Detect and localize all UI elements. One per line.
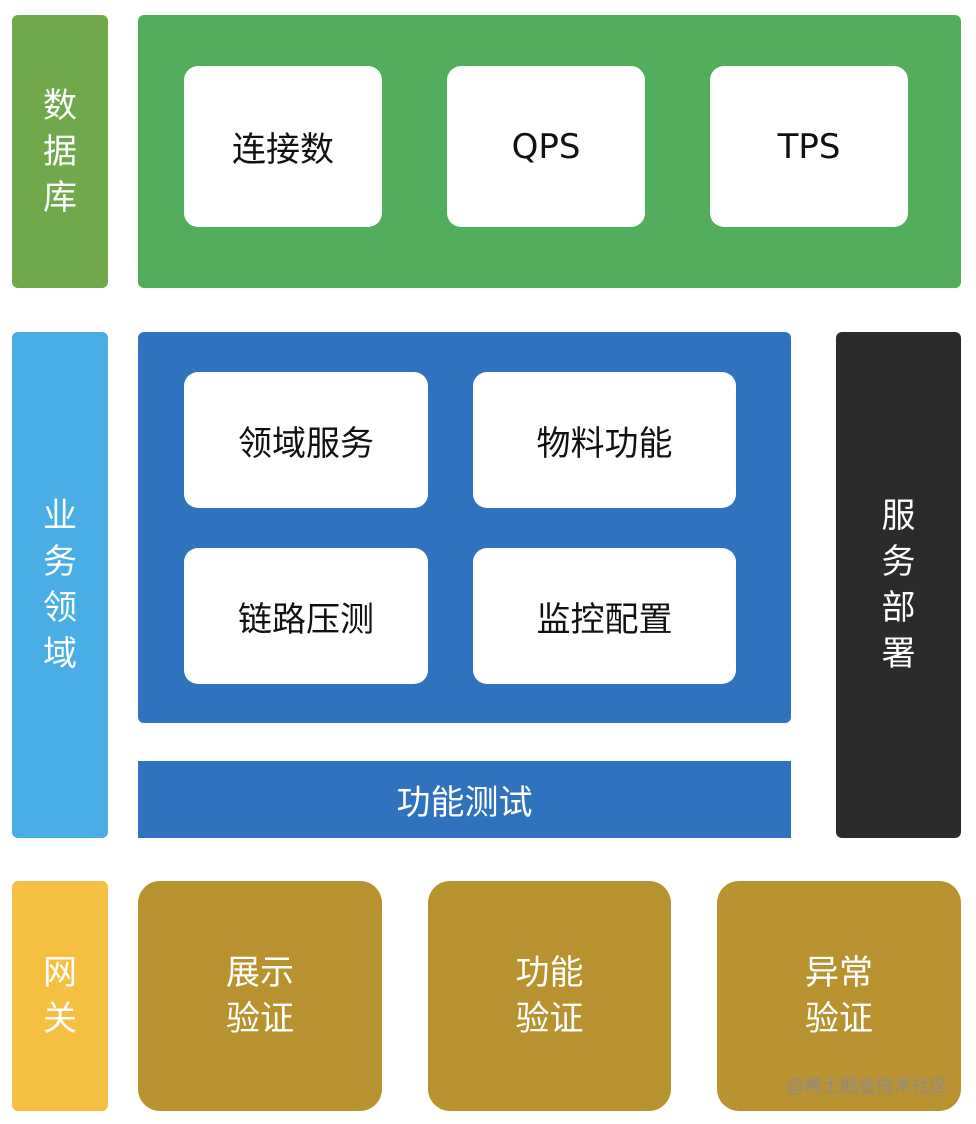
deploy-label-block: 服务部署 (836, 332, 961, 838)
gateway-label-block: 网关 (12, 881, 108, 1111)
database-card-connections: 连接数 (184, 66, 382, 227)
gateway-card-exception-verify: 异常验证 (717, 881, 961, 1111)
database-card-tps: TPS (710, 66, 908, 227)
watermark: @稀土掘金技术社区 (785, 1076, 948, 1096)
business-card-material-function: 物料功能 (473, 372, 736, 508)
gateway-label: 网关 (43, 953, 77, 1039)
gateway-card-label: 展示验证 (226, 953, 294, 1039)
database-card-label: QPS (511, 126, 581, 167)
business-card-monitor-config: 监控配置 (473, 548, 736, 684)
gateway-card-display-verify: 展示验证 (138, 881, 382, 1111)
business-card-label: 领域服务 (238, 423, 374, 464)
gateway-card-function-verify: 功能验证 (428, 881, 671, 1111)
business-card-label: 物料功能 (536, 423, 673, 464)
database-label: 数据库 (43, 85, 77, 218)
database-card-label: TPS (777, 126, 841, 167)
gateway-card-label: 异常验证 (805, 953, 873, 1039)
functional-test-bar: 功能测试 (138, 761, 791, 838)
business-card-domain-service: 领域服务 (184, 372, 428, 508)
business-label-block: 业务领域 (12, 332, 108, 838)
gateway-card-label: 功能验证 (515, 953, 584, 1039)
database-card-label: 连接数 (232, 130, 334, 170)
database-card-qps: QPS (447, 66, 645, 227)
deploy-label: 服务部署 (881, 496, 916, 674)
business-card-label: 链路压测 (238, 599, 374, 640)
business-card-label: 监控配置 (536, 599, 673, 640)
business-label: 业务领域 (43, 496, 77, 674)
database-label-block: 数据库 (12, 15, 108, 288)
business-card-link-stress-test: 链路压测 (184, 548, 428, 684)
functional-test-label: 功能测试 (396, 783, 533, 823)
